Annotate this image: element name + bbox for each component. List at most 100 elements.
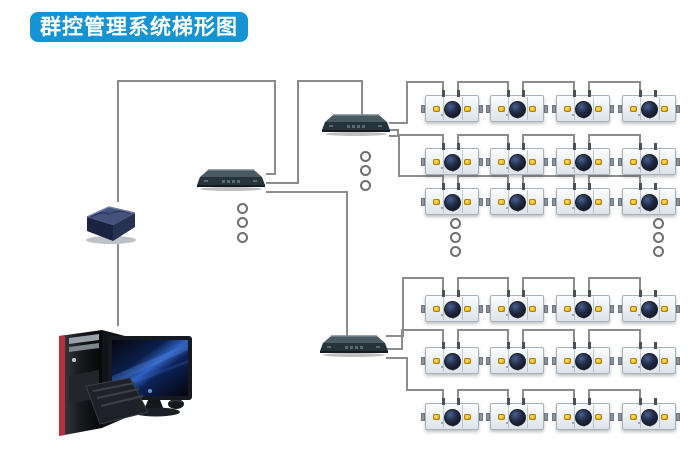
screw-dot [572,422,574,424]
controller-device [421,183,483,215]
indicator-dot [595,357,602,364]
network-switch-bottom [320,335,388,362]
controller-device [552,342,614,374]
top-connector [654,342,657,349]
indicator-dot [564,357,571,364]
connection-wire [386,357,444,403]
screw-dot [441,167,443,169]
side-tab [486,104,490,113]
indicator-dot [661,105,668,112]
indicator-dot [464,305,471,312]
panel-seam [574,297,575,320]
screw-dot [506,114,508,116]
connection-wire [588,389,641,403]
panel-seam [640,349,641,372]
indicator-dot [564,105,571,112]
network-switch-icon [320,335,388,357]
connection-wire [522,277,575,295]
side-tab [618,104,622,113]
indicator-dot [661,413,668,420]
indicator-dot [661,357,668,364]
connection-wire [588,81,641,95]
controller-device [552,183,614,215]
indicator-dot [498,198,505,205]
indicator-dot [661,158,668,165]
screw-dot [517,369,519,371]
screw-dot [452,425,454,427]
panel-seam [593,150,594,173]
continuation-dot [237,203,248,214]
connection-wire [457,389,509,403]
top-connector [573,143,576,150]
panel-seam [593,190,594,213]
controller-device [421,90,483,122]
side-tab [618,304,622,313]
side-tab [676,197,680,206]
panel-seam [640,405,641,428]
connection-wire [588,134,641,148]
panel-seam [508,190,509,213]
side-tab [486,412,490,421]
screw-dot [583,425,585,427]
top-connector [573,342,576,349]
screw-dot [572,314,574,316]
side-tab [618,356,622,365]
side-tab [610,356,614,365]
panel-seam [508,97,509,120]
screw-dot [452,317,454,319]
top-connector [573,183,576,190]
continuation-dot [653,232,664,243]
indicator-dot [433,305,440,312]
controller-device [618,143,680,175]
indicator-dot [498,158,505,165]
controller-device [486,290,548,322]
controller-device [486,90,548,122]
top-connector [588,90,591,97]
indicator-dot [630,158,637,165]
controller-device [421,143,483,175]
top-connector [573,398,576,405]
controller-device [421,398,483,430]
panel-seam [659,190,660,213]
controller-device [552,398,614,430]
side-tab [479,197,483,206]
connection-wire [266,191,348,337]
desktop-computer-icon [59,330,192,436]
indicator-dot [630,413,637,420]
panel-seam [659,150,660,173]
screw-dot [572,366,574,368]
screw-dot [649,117,651,119]
indicator-dot [564,198,571,205]
side-tab [479,104,483,113]
indicator-dot [529,413,536,420]
screw-dot [649,210,651,212]
continuation-dot [360,151,371,162]
controller-device [552,90,614,122]
top-connector [522,398,525,405]
screw-dot [452,369,454,371]
connection-wire [522,134,575,148]
panel-seam [640,190,641,213]
indicator-dot [529,105,536,112]
control-knob [509,300,526,318]
continuation-dot [653,246,664,257]
indicator-dot [630,357,637,364]
indicator-dot [464,357,471,364]
side-tab [676,412,680,421]
side-tab [552,104,556,113]
screw-dot [583,369,585,371]
connection-wire [389,129,444,148]
indicator-dot [564,305,571,312]
panel-seam [574,405,575,428]
top-connector [573,290,576,297]
indicator-dot [630,305,637,312]
continuation-dot [450,218,461,229]
connection-wire [117,80,276,202]
screw-dot [517,117,519,119]
panel-seam [443,190,444,213]
panel-seam [508,349,509,372]
control-knob [444,300,461,318]
connection-wire [386,329,444,350]
title-banner: 群控管理系统梯形图 [30,12,248,42]
control-knob [641,300,658,318]
